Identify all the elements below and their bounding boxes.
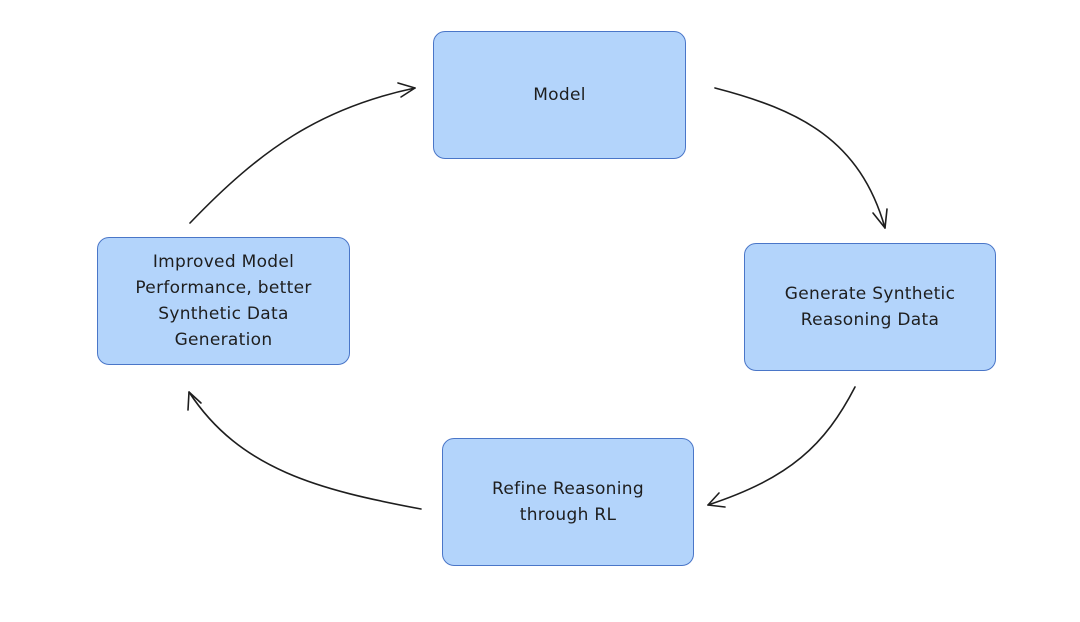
arrowhead-refine-to-improved: [187, 391, 202, 411]
node-refine-reasoning-through-rl: Refine Reasoning through RL: [442, 438, 694, 566]
node-improved-model-performance: Improved Model Performance, better Synth…: [97, 237, 350, 365]
arrow-generate-to-refine: [707, 386, 856, 506]
arrowhead-generate-to-refine: [707, 492, 726, 508]
arrowhead-improved-to-model: [397, 82, 416, 98]
node-model: Model: [433, 31, 686, 159]
arrow-refine-to-improved: [188, 391, 422, 510]
arrow-improved-to-model: [189, 87, 416, 224]
arrow-model-to-generate: [714, 87, 886, 229]
node-generate-synthetic-reasoning-data: Generate Synthetic Reasoning Data: [744, 243, 996, 371]
arrowhead-model-to-generate: [872, 208, 888, 229]
